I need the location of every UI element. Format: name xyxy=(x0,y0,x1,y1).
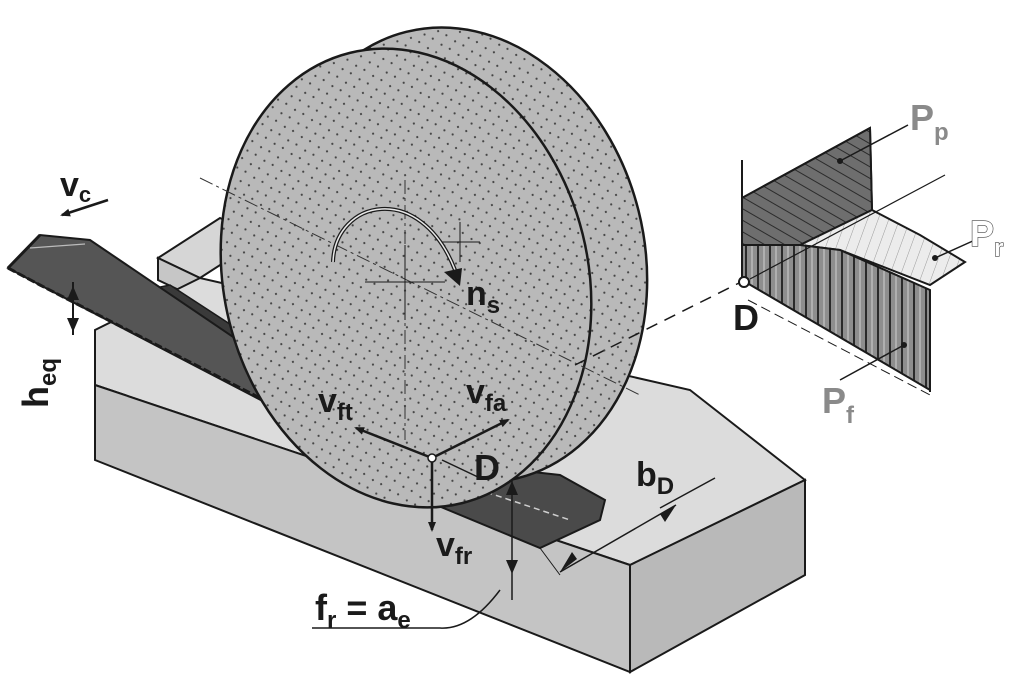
label-vc: vc xyxy=(60,166,91,207)
label-ns: ns xyxy=(466,275,500,319)
rotation-arrowhead xyxy=(444,268,462,286)
label-d-detail: D xyxy=(733,297,759,338)
contact-point xyxy=(427,453,437,463)
axis-leader-line xyxy=(574,279,746,366)
block-end-face xyxy=(629,478,806,674)
label-fr-ae: fr = ae xyxy=(315,587,411,634)
label-vft: vft xyxy=(318,382,353,426)
label-pp: Pp xyxy=(910,97,949,146)
vc-arrow xyxy=(60,198,109,217)
label-vfr: vfr xyxy=(436,526,472,570)
pf-face xyxy=(741,198,931,392)
detail-point-d xyxy=(738,276,750,288)
label-pf: Pf xyxy=(822,380,855,429)
bd-dim-line xyxy=(559,504,677,573)
grinding-wheel xyxy=(199,26,649,509)
vft-arrow xyxy=(354,426,433,460)
vfa-arrow xyxy=(431,418,510,460)
label-pr: Pr xyxy=(970,213,1003,262)
wheel-front-face xyxy=(219,47,593,509)
contact-zone-detail xyxy=(738,124,976,396)
label-d-contact: D xyxy=(474,447,500,488)
label-vfa: vfa xyxy=(466,373,507,417)
velocity-vectors xyxy=(60,198,716,629)
label-heq: heq xyxy=(15,358,62,408)
label-bd: bD xyxy=(636,456,674,500)
